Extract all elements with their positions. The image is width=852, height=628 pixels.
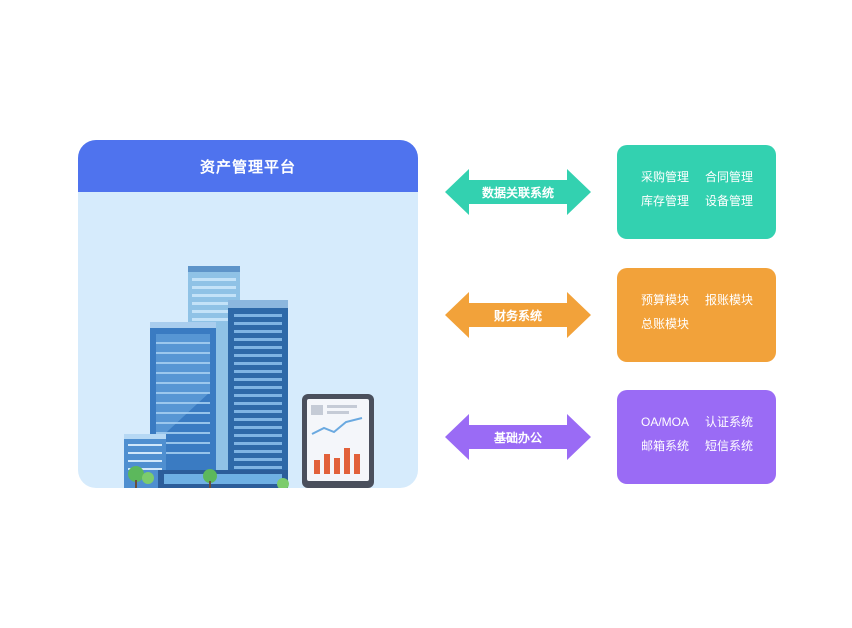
platform-title: 资产管理平台 <box>78 140 418 192</box>
module-item: 邮箱系统 <box>641 439 690 453</box>
module-box-office: OA/MOA 认证系统 邮箱系统 短信系统 <box>617 390 776 484</box>
module-item: 认证系统 <box>705 415 754 429</box>
module-box-data: 采购管理 合同管理 库存管理 设备管理 <box>617 145 776 239</box>
double-arrow-icon <box>445 169 591 215</box>
double-arrow-icon <box>445 414 591 460</box>
asset-platform-panel: 资产管理平台 <box>78 140 418 488</box>
module-item: 报账模块 <box>705 293 754 307</box>
connection-arrow-data: 数据关联系统 <box>445 169 591 215</box>
module-item: 库存管理 <box>641 194 690 208</box>
module-item: 采购管理 <box>641 170 690 184</box>
module-item: 短信系统 <box>705 439 754 453</box>
double-arrow-icon <box>445 292 591 338</box>
module-item: 预算模块 <box>641 293 690 307</box>
connection-arrow-office: 基础办公 <box>445 414 591 460</box>
module-item: OA/MOA <box>641 415 690 429</box>
connection-label: 财务系统 <box>493 308 542 323</box>
module-item: 设备管理 <box>705 194 754 208</box>
connection-arrow-finance: 财务系统 <box>445 292 591 338</box>
module-box-finance: 预算模块 报账模块 总账模块 <box>617 268 776 362</box>
module-item: 总账模块 <box>641 317 690 331</box>
connection-label: 基础办公 <box>493 430 542 445</box>
module-item: 合同管理 <box>705 170 754 184</box>
city-buildings-illustration <box>124 266 374 488</box>
connection-label: 数据关联系统 <box>481 185 554 200</box>
